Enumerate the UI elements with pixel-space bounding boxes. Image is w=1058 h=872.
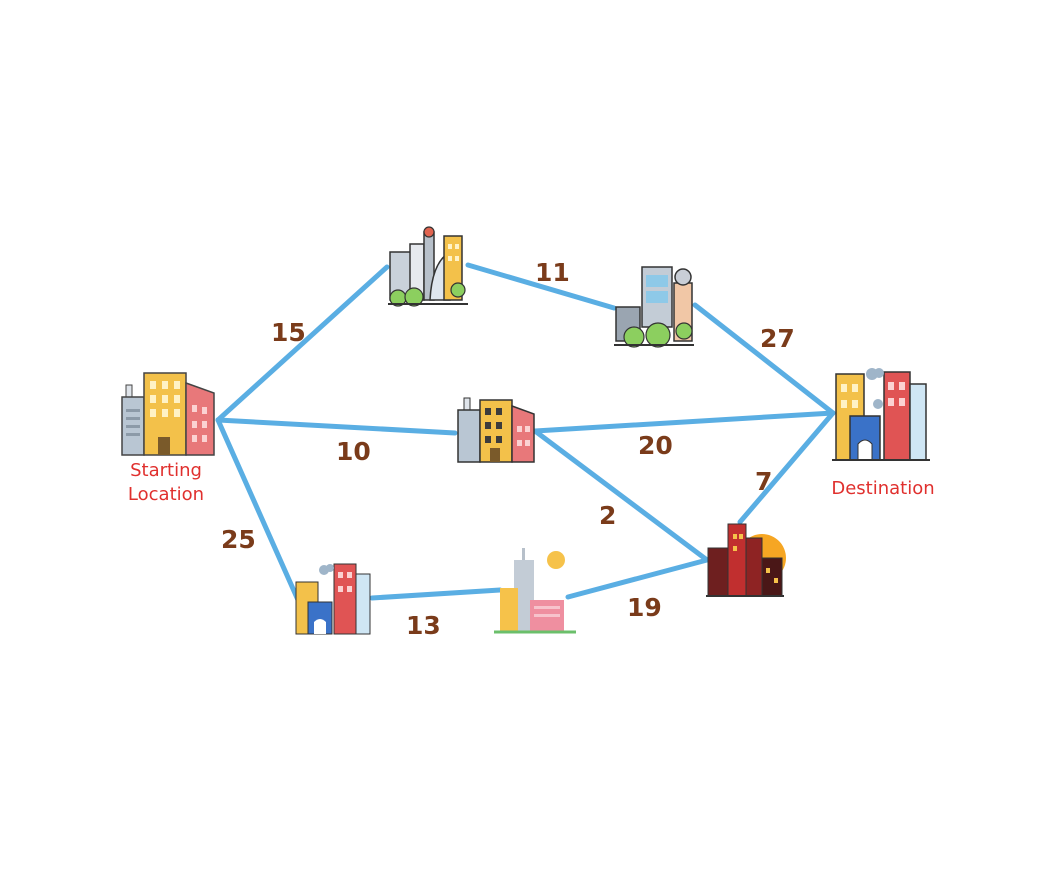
edge-start-mid <box>215 417 458 436</box>
edge-weight: 19 <box>627 593 662 622</box>
destination-label: Destination <box>831 478 934 499</box>
edge-weight: 11 <box>535 258 570 287</box>
edge-mid-red <box>532 428 710 563</box>
edge-n1-n2 <box>465 262 617 311</box>
edge-weight: 20 <box>638 431 673 460</box>
edge-start-b1 <box>215 417 301 603</box>
edge-mid-dest <box>532 410 836 434</box>
city-modern-icon <box>494 548 576 634</box>
city-colorful-icon <box>295 563 371 635</box>
city-office-icon <box>457 397 535 463</box>
start-city-icon <box>121 372 215 456</box>
edge-weight: 15 <box>271 318 306 347</box>
edge-red-dest <box>737 410 836 525</box>
edges <box>215 262 836 603</box>
edge-weights: 15 11 27 10 20 2 7 25 13 19 <box>221 258 795 640</box>
city-sunset-icon <box>706 523 786 597</box>
edge-b1-b2 <box>369 587 503 601</box>
start-location-label-line2: Location <box>128 484 204 505</box>
edge-weight: 25 <box>221 525 256 554</box>
city-skyline-icon <box>388 226 468 307</box>
edge-weight: 13 <box>406 611 441 640</box>
edge-weight: 2 <box>599 501 616 530</box>
city-park-icon <box>614 266 694 348</box>
edge-weight: 7 <box>755 467 772 496</box>
edge-n2-dest <box>692 302 836 416</box>
edge-weight: 27 <box>760 324 795 353</box>
destination-city-icon <box>832 368 930 461</box>
edge-weight: 10 <box>336 437 371 466</box>
start-location-label: Starting <box>130 460 202 481</box>
edge-b2-red <box>565 557 710 600</box>
edge-start-n1 <box>215 264 390 423</box>
